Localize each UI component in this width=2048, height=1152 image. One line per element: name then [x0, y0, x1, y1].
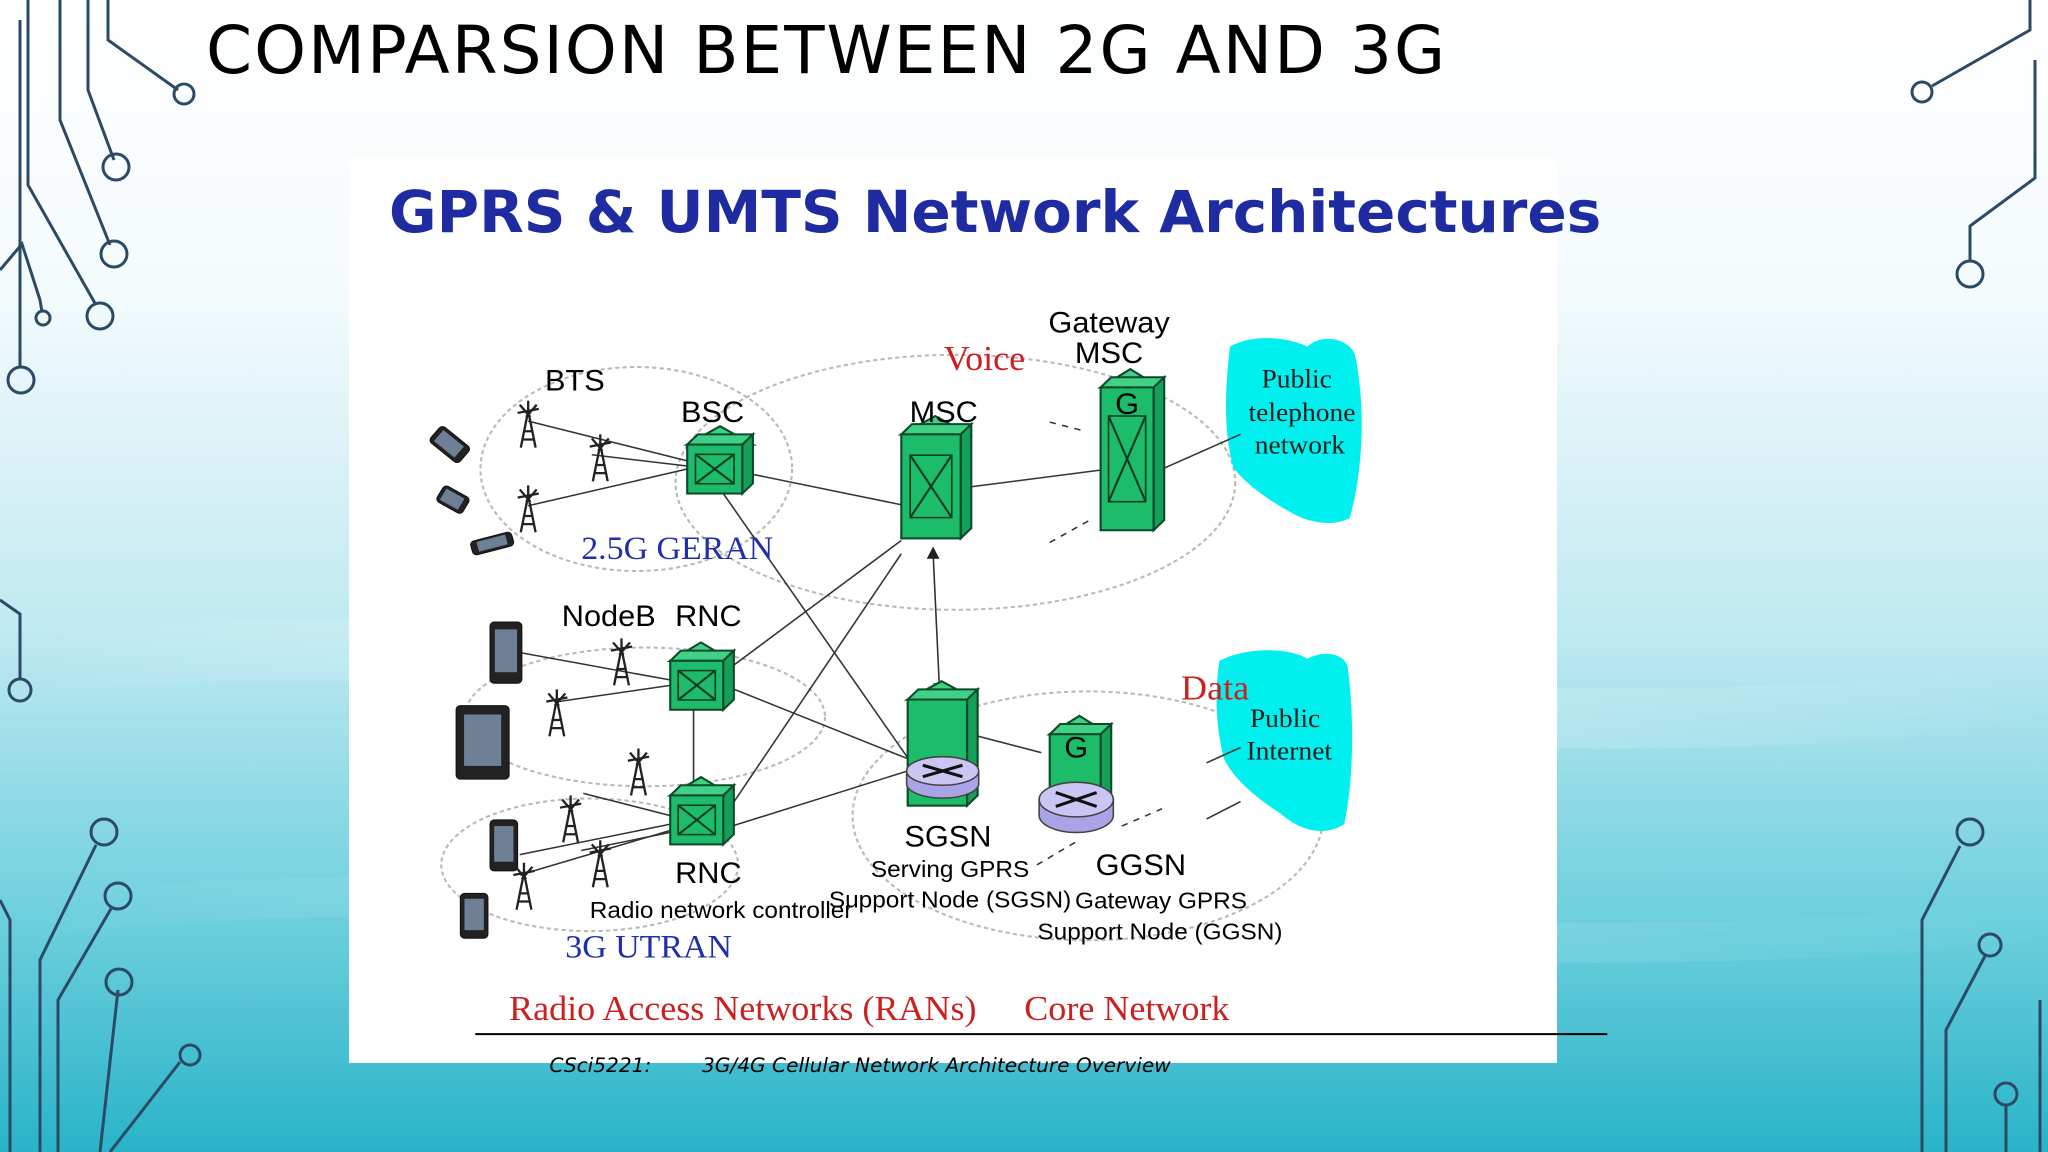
blackberry-icon [459, 892, 489, 939]
ggsn-description-line1: Gateway GPRS [1075, 888, 1247, 914]
pstn-cloud [1225, 338, 1362, 524]
bts-antenna-icon [589, 434, 612, 482]
gateway-msc-label-line1: Gateway [1048, 307, 1170, 339]
utran-label: 3G UTRAN [565, 929, 732, 965]
bsc-node [684, 431, 756, 496]
rnc-description-label: Radio network controller [590, 897, 853, 923]
dashed-connector [1049, 519, 1091, 544]
smartphone-icon [489, 819, 519, 872]
nodeb-antenna-icon [513, 862, 535, 910]
voice-region [674, 353, 1237, 611]
network-diagram: GPRS & UMTS Network Architectures Public… [389, 178, 1608, 1077]
arrowhead-up [926, 546, 940, 559]
connection-line [718, 553, 902, 825]
geran-region [479, 366, 794, 573]
msc-label: MSC [910, 397, 978, 429]
rnc-bottom-node [667, 782, 737, 847]
connection-line [718, 682, 908, 760]
tablet-icon [455, 705, 510, 780]
pstn-label-line1: Public [1261, 364, 1331, 393]
nodeb-antenna-icon [545, 689, 568, 737]
bts-antenna-icon [517, 400, 540, 448]
flip-phone-icon [436, 485, 470, 514]
core-network-label: Core Network [1024, 988, 1229, 1027]
diagram-title: GPRS & UMTS Network Architectures [389, 178, 1601, 246]
bsc-label: BSC [681, 397, 744, 429]
rnc-bottom-label: RNC [675, 858, 742, 890]
diagram-card: GPRS & UMTS Network Architectures Public… [349, 158, 1608, 1077]
connection-line [958, 468, 1110, 490]
flip-phone-icon [429, 426, 470, 464]
connection-line [1161, 433, 1241, 470]
utran-region-lower [440, 797, 740, 933]
connection-line [591, 454, 688, 467]
connection-line [1206, 746, 1241, 764]
sgsn-router-icon [905, 755, 980, 799]
bts-label: BTS [545, 365, 605, 397]
slide-title: COMPARSION BETWEEN 2G AND 3G [206, 12, 1448, 89]
footer-subtitle: 3G/4G Cellular Network Architecture Over… [702, 1054, 1171, 1077]
ggsn-label: GGSN [1096, 850, 1187, 882]
dashed-connector [1049, 421, 1082, 432]
smartphone-icon [489, 621, 523, 684]
gateway-msc-label-line2: MSC [1075, 337, 1143, 369]
gateway-msc-node [1098, 374, 1167, 533]
connection-line [718, 770, 908, 831]
nodeb-label: NodeB [562, 601, 656, 633]
dashed-connector [1036, 841, 1076, 866]
rnc-top-label: RNC [675, 601, 742, 633]
footer-course: CSci5221: [549, 1054, 651, 1077]
sgsn-description-line1: Serving GPRS [871, 856, 1029, 882]
sgsn-label: SGSN [904, 821, 991, 853]
pstn-label-line2: telephone [1248, 398, 1355, 427]
connection-line [718, 486, 909, 759]
geran-label: 2.5G GERAN [581, 530, 773, 566]
data-label: Data [1181, 668, 1249, 707]
pstn-label-line3: network [1255, 430, 1346, 459]
connection-line [528, 468, 688, 507]
ggsn-router-icon [1038, 781, 1115, 834]
nodeb-antenna-icon [589, 840, 612, 888]
nodeb-antenna-icon [610, 638, 633, 686]
gateway-msc-g-label: G [1115, 388, 1139, 420]
sgsn-description-line2: Support Node (SGSN) [829, 887, 1071, 913]
internet-cloud [1216, 650, 1353, 831]
connection-line [508, 649, 672, 681]
nodeb-antenna-icon [627, 748, 650, 796]
connection-line [519, 823, 672, 856]
voice-label: Voice [944, 339, 1025, 378]
rnc-top-node [667, 648, 737, 713]
internet-label-line1: Public [1250, 704, 1320, 733]
dashed-connector [1121, 808, 1163, 827]
diagram-content: PublictelephonenetworkPublicInternetGGVo… [429, 307, 1608, 1077]
nodeb-antenna-icon [559, 795, 582, 843]
msc-sgsn-link [932, 553, 941, 690]
bts-antenna-icon [517, 485, 540, 533]
ggsn-description-line2: Support Node (GGSN) [1037, 919, 1282, 945]
connection-line [583, 792, 672, 817]
internet-label-line2: Internet [1246, 736, 1332, 765]
connection-line [1206, 800, 1241, 820]
msc-node [898, 421, 974, 541]
connection-line [731, 469, 902, 506]
data-card-icon [470, 531, 515, 556]
connection-line [718, 539, 902, 677]
ran-label: Radio Access Networks (RANs) [509, 988, 976, 1027]
connection-line [581, 831, 672, 852]
connection-line [557, 684, 672, 703]
ggsn-g-label: G [1064, 732, 1088, 764]
